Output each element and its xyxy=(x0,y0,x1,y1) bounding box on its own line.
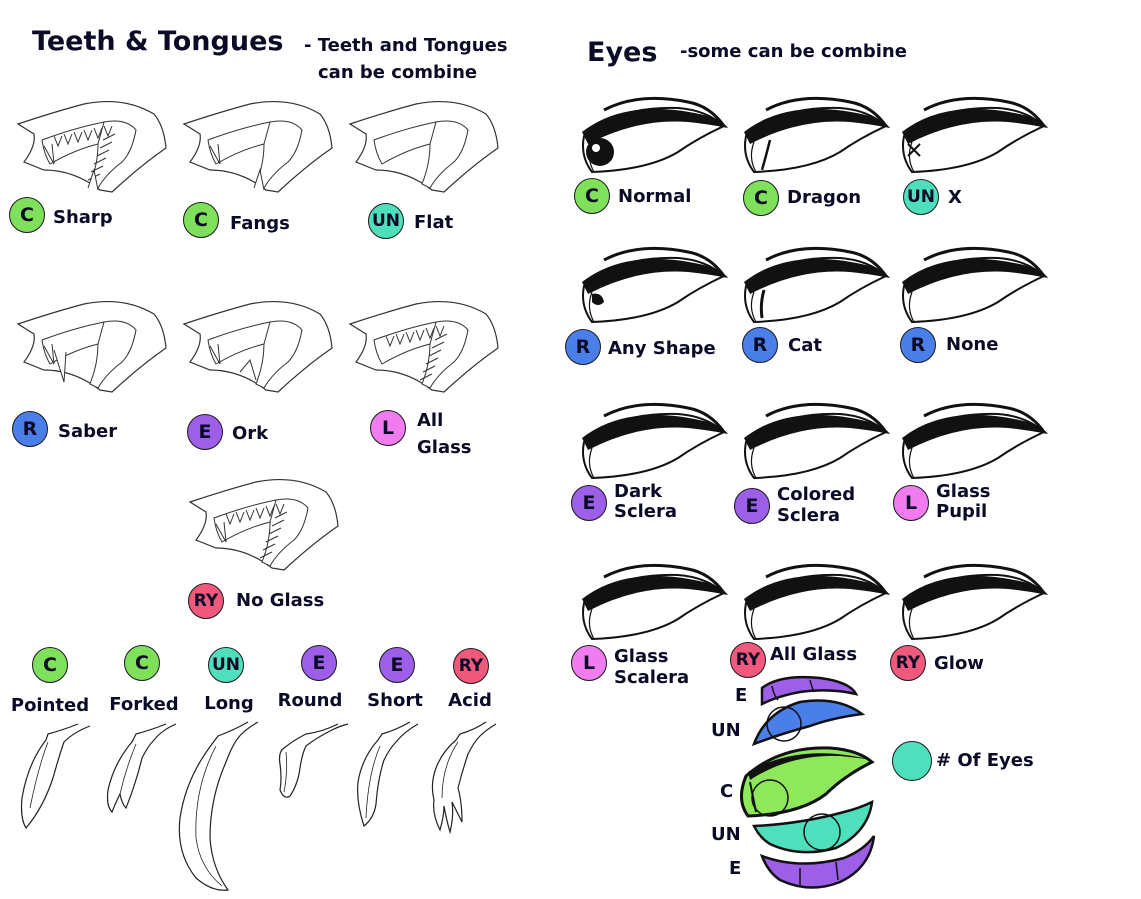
eyes-title: Eyes xyxy=(587,37,658,68)
mouth-fangs-icon xyxy=(182,100,333,193)
label-glow: Glow xyxy=(934,653,984,674)
label-fangs: Fangs xyxy=(230,213,290,234)
teeth-subtitle-line2: can be combine xyxy=(318,62,478,83)
badge-dragon: C xyxy=(743,180,779,216)
tongue-short-icon xyxy=(357,721,419,828)
eye-count-stack-icon xyxy=(740,675,876,889)
badge-sharp: C xyxy=(9,197,45,233)
label-none: None xyxy=(946,334,999,355)
teeth-tongues-title: Teeth & Tongues xyxy=(32,26,284,57)
badge-pointed: C xyxy=(32,647,68,683)
tongue-forked-icon xyxy=(106,723,177,814)
badge-colored-sclera: E xyxy=(734,488,770,524)
badge-ork: E xyxy=(187,414,223,450)
badge-cat: R xyxy=(742,327,778,363)
badge-all-glass: L xyxy=(370,410,406,446)
badge-no-glass: RY xyxy=(188,583,224,619)
eye-glow-icon xyxy=(902,563,1048,641)
label-acid: Acid xyxy=(448,690,492,711)
tongue-round-icon xyxy=(278,723,349,798)
mouth-saber-icon xyxy=(16,300,167,393)
tongue-pointed-icon xyxy=(20,723,91,830)
label-glass-pupil: Glass Pupil xyxy=(936,481,991,522)
eye-colored-sclera-icon xyxy=(744,402,890,480)
label-glass-scalera: Glass Scalera xyxy=(614,646,690,688)
label-no-glass: No Glass xyxy=(236,590,325,611)
tier-label-1: E xyxy=(735,685,748,706)
badge-long: UN xyxy=(208,647,244,683)
mouth-ork-icon xyxy=(182,300,333,393)
badge-glass-scalera: L xyxy=(571,645,607,681)
badge-x: UN xyxy=(903,179,939,215)
eye-glass-pupil-icon xyxy=(902,402,1048,480)
label-round: Round xyxy=(277,690,343,711)
label-saber: Saber xyxy=(58,421,118,442)
mouth-all-glass-icon xyxy=(348,300,499,393)
label-flat: Flat xyxy=(414,212,454,233)
badge-any-shape: R xyxy=(565,329,601,365)
mouth-sharp-icon xyxy=(16,100,167,193)
eye-all-glass-icon xyxy=(744,563,890,641)
label-all-glass: All Glass xyxy=(417,410,472,458)
badge-dark-sclera: E xyxy=(571,485,607,521)
label-sharp: Sharp xyxy=(53,207,113,228)
mouth-flat-icon xyxy=(348,100,499,193)
label-dragon: Dragon xyxy=(787,187,862,208)
label-any-shape: Any Shape xyxy=(608,338,716,359)
badge-glass-pupil: L xyxy=(893,485,929,521)
label-all-glass-eye: All Glass xyxy=(770,644,858,665)
label-short: Short xyxy=(367,690,423,711)
tier-label-3: C xyxy=(720,781,734,802)
badge-saber: R xyxy=(12,411,48,447)
label-forked: Forked xyxy=(109,694,179,715)
label-normal: Normal xyxy=(618,186,692,207)
tier-label-5: E xyxy=(729,858,742,879)
badge-flat: UN xyxy=(368,203,404,239)
label-long: Long xyxy=(204,693,254,714)
eye-dark-sclera-icon xyxy=(582,402,728,480)
badge-all-glass-eye: RY xyxy=(730,642,766,678)
label-count-legend: # Of Eyes xyxy=(936,750,1034,771)
count-legend-swatch xyxy=(892,741,932,781)
eye-none-icon xyxy=(902,246,1048,324)
eye-normal-icon xyxy=(582,96,728,174)
badge-fangs: C xyxy=(183,202,219,238)
teeth-subtitle-line1: - Teeth and Tongues xyxy=(304,35,508,56)
tongue-long-icon xyxy=(178,721,259,891)
badge-normal: C xyxy=(574,178,610,214)
label-dark-sclera: Dark Sclera xyxy=(614,481,678,522)
label-x: X xyxy=(948,187,962,208)
badge-acid: RY xyxy=(453,648,489,684)
tier-label-4: UN xyxy=(711,824,741,845)
badge-short: E xyxy=(379,647,415,683)
badge-round: E xyxy=(301,645,337,681)
badge-forked: C xyxy=(124,645,160,681)
eye-glass-scalera-icon xyxy=(582,563,728,641)
badge-glow: RY xyxy=(890,645,926,681)
label-ork: Ork xyxy=(232,423,269,444)
eye-cat-icon xyxy=(744,246,890,324)
badge-none: R xyxy=(900,327,936,363)
label-colored-sclera: Colored Sclera xyxy=(777,484,856,526)
eyes-subtitle: -some can be combine xyxy=(680,41,907,62)
tier-label-2: UN xyxy=(711,720,741,741)
eye-x-icon xyxy=(902,96,1048,174)
label-cat: Cat xyxy=(788,335,822,356)
label-pointed: Pointed xyxy=(10,695,90,716)
mouth-no-glass-icon xyxy=(188,478,339,571)
eye-any-shape-icon xyxy=(582,246,728,324)
tongue-acid-icon xyxy=(431,721,497,835)
eye-dragon-icon xyxy=(744,96,890,174)
